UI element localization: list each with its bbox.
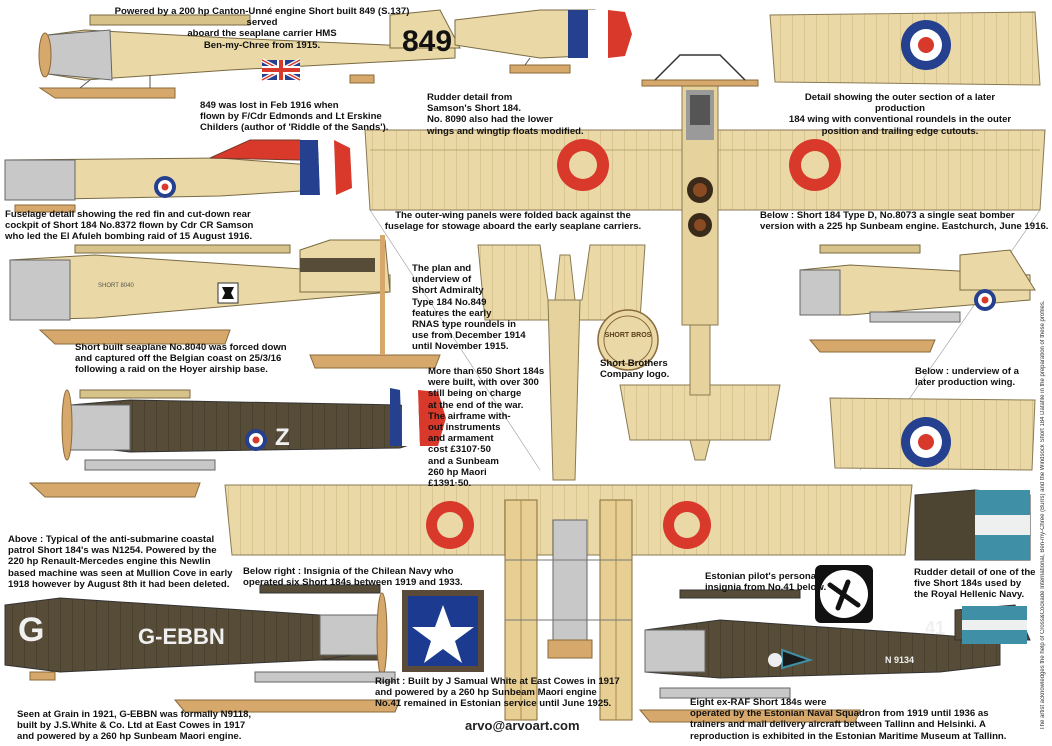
caption-rudder-samson: Rudder detail from Samson's Short 184. N… [427, 92, 584, 137]
caption-production: More than 650 Short 184s were built, wit… [428, 366, 545, 490]
caption-849-lost: 849 was lost in Feb 1916 when flown by F… [200, 100, 389, 134]
hellenic-rudder-detail [914, 489, 1031, 561]
caption-hellenic: Rudder detail of one of the five Short 1… [914, 567, 1036, 601]
caption-8040: Short built seaplane No.8040 was forced … [75, 342, 287, 376]
caption-849-carrier: Powered by a 200 hp Canton-Unné engine S… [114, 6, 410, 51]
profile-g-ebbn [4, 584, 401, 713]
code-41: 41 [925, 618, 946, 638]
artist-signature[interactable]: arvo@arvoart.com [465, 718, 580, 733]
profile-8040 [9, 235, 441, 369]
plan-view-849 [364, 54, 1046, 471]
roundel-red-right [789, 139, 841, 191]
profile-849 [38, 9, 461, 99]
iron-cross [217, 282, 239, 304]
caption-n1254: Above : Typical of the anti-submarine co… [8, 534, 233, 590]
fuselage-8040: SHORT 8040 [98, 283, 134, 289]
caption-estonian-insignia: Estonian pilot's personal insignia from … [705, 571, 827, 594]
fuselage-detail-8372 [4, 139, 352, 213]
union-flag [261, 58, 301, 82]
caption-estonian-service: Eight ex-RAF Short 184s were operated by… [690, 697, 1007, 742]
reg-g-ebbn: G-EBBN [138, 624, 225, 649]
estonian-pilot-insignia [815, 565, 873, 623]
side-credit: The artist acknowledges the help of Cros… [1040, 300, 1046, 730]
caption-chile: Below right : Insignia of the Chilean Na… [243, 566, 463, 589]
caption-white-built: Right : Built by J Samual White at East … [375, 676, 620, 710]
profile-n1254 [28, 388, 446, 498]
profile-estonian-41 [638, 589, 1031, 723]
rudder-detail-samson [454, 9, 632, 74]
chilean-navy-insignia [402, 590, 484, 672]
code-z: Z [275, 424, 290, 451]
serial-n9134: N 9134 [885, 655, 915, 665]
caption-wing-outer: Detail showing the outer section of a la… [788, 92, 1012, 137]
caption-plan-underview: The plan and underview of Short Admiralt… [412, 263, 526, 353]
roundel-underwing-right [663, 501, 711, 549]
profile-type-d-8073 [799, 244, 1036, 353]
under-view-849 [224, 244, 913, 721]
caption-logo: Short Brothers Company logo. [600, 358, 670, 381]
caption-later-wing: Below : underview of a later production … [915, 366, 1019, 389]
code-g: G [18, 611, 45, 649]
short-bros-logo [597, 309, 659, 371]
wing-outer-detail-top [769, 11, 1041, 86]
roundel-underwing-left [426, 501, 474, 549]
caption-g-ebbn: Seen at Grain in 1921, G-EBBN was formal… [17, 709, 252, 743]
caption-folding-wings: The outer-wing panels were folded back a… [384, 210, 642, 233]
later-wing-underview [829, 397, 1036, 471]
caption-fuselage-8372: Fuselage detail showing the red fin and … [5, 209, 254, 243]
caption-type-d: Below : Short 184 Type D, No.8073 a sing… [760, 210, 1049, 233]
roundel-red-left [557, 139, 609, 191]
serial-849: 849 [402, 25, 453, 58]
logo-text: SHORT BROS [604, 332, 652, 339]
